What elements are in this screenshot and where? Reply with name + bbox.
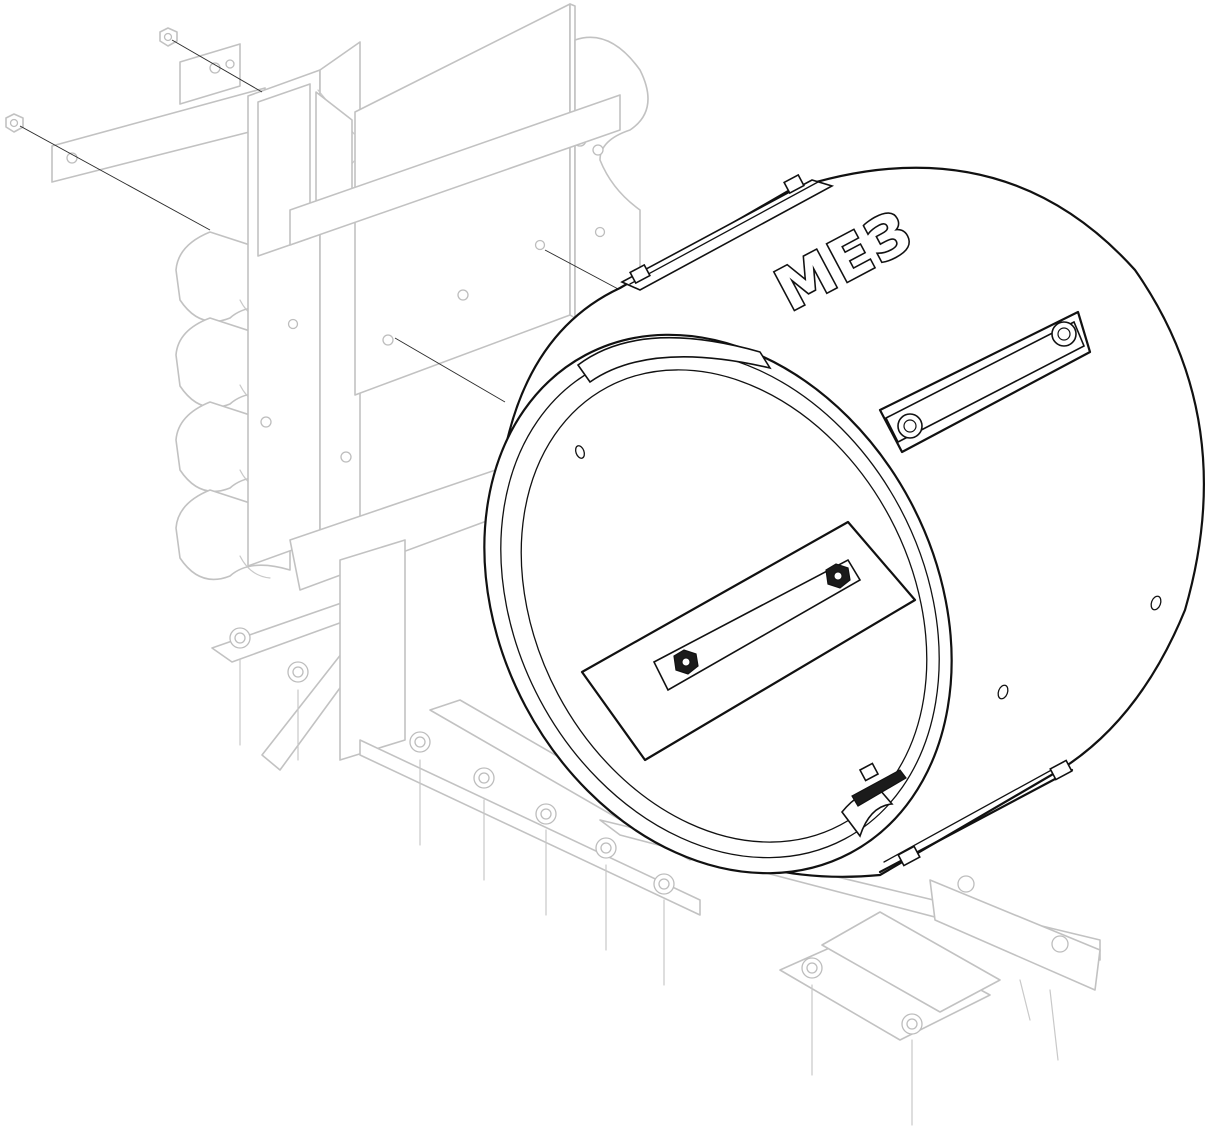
inner-splice-plate [580, 520, 917, 762]
top-seam-strap [620, 173, 835, 291]
lower-bracket-plate [51, 87, 266, 183]
upper-bracket-plate [179, 43, 241, 105]
inner-top-liner-edge [576, 336, 772, 384]
top-left-nuts [5, 27, 178, 133]
outer-splice-plate [878, 310, 1092, 454]
front-ring-bore [520, 369, 928, 843]
shell-holes [574, 445, 1162, 700]
bottom-seam-strap [878, 759, 1074, 874]
hex-nut [825, 563, 851, 589]
bolt-head [897, 413, 923, 439]
vertical-posts [247, 3, 576, 567]
cylindrical-collar: МЕЗ [483, 166, 1205, 878]
retaining-clip [851, 762, 907, 807]
hex-nut [673, 649, 699, 675]
bolt-head [1051, 321, 1077, 347]
anchor-bolts [229, 627, 1069, 1126]
